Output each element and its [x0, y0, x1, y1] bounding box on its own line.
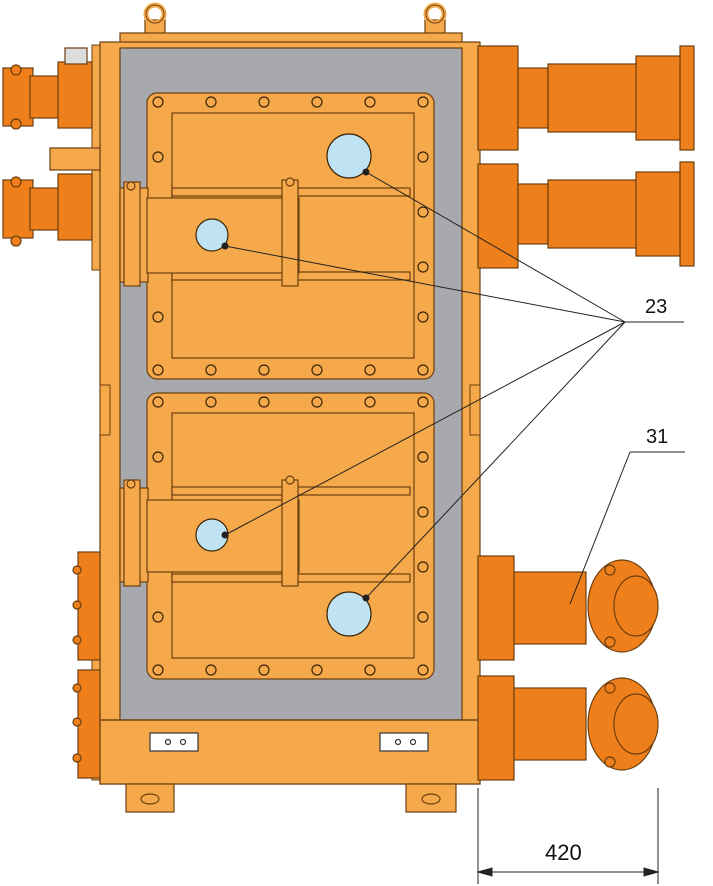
- bolt: [205, 364, 217, 376]
- bolt: [152, 664, 164, 676]
- bolt: [417, 151, 429, 163]
- right-lower-cable-glands: [477, 555, 659, 781]
- bolt: [152, 451, 164, 463]
- bolt: [152, 96, 164, 108]
- bolt: [258, 96, 270, 108]
- bolt: [417, 311, 429, 323]
- bolt: [205, 96, 217, 108]
- bolt: [417, 664, 429, 676]
- callout-label-23: 23: [645, 296, 668, 318]
- dimension-label: 420: [545, 840, 582, 865]
- window-upper-large: [326, 133, 372, 179]
- inspection-windows: [195, 133, 372, 637]
- bolt: [364, 664, 376, 676]
- window-upper-small: [195, 218, 229, 252]
- bolt: [417, 561, 429, 573]
- bolt: [152, 151, 164, 163]
- bolt: [364, 396, 376, 408]
- right-upper-cable-glands: [477, 45, 695, 269]
- bolt: [417, 261, 429, 273]
- bolt: [417, 364, 429, 376]
- bolt: [364, 364, 376, 376]
- bolt: [417, 396, 429, 408]
- bolt: [205, 664, 217, 676]
- bolt: [417, 506, 429, 518]
- mounting-feet: [125, 783, 457, 813]
- side-rails: [99, 384, 481, 436]
- callout-31-leader: [569, 451, 685, 605]
- bolt: [417, 206, 429, 218]
- bolt: [258, 364, 270, 376]
- left-cable-entries: [2, 47, 101, 247]
- bolt: [311, 396, 323, 408]
- bolt: [417, 611, 429, 623]
- callout-label-31: 31: [646, 426, 669, 448]
- bolt: [311, 364, 323, 376]
- lifting-eye-left: [143, 2, 167, 35]
- door-bolts: [152, 96, 429, 676]
- window-lower-large: [326, 591, 372, 637]
- bolt: [152, 611, 164, 623]
- left-lower-flanges: [72, 551, 101, 779]
- bolt: [152, 311, 164, 323]
- dimension-420: [476, 788, 660, 884]
- bolt: [152, 364, 164, 376]
- bolt: [258, 664, 270, 676]
- bolt: [364, 96, 376, 108]
- bolt: [417, 451, 429, 463]
- bolt: [311, 96, 323, 108]
- lifting-eye-right: [423, 2, 447, 35]
- bolt: [417, 96, 429, 108]
- callout-23-leaders: [221, 168, 684, 602]
- nameplates: [149, 732, 429, 752]
- bolt: [311, 664, 323, 676]
- bolt: [205, 396, 217, 408]
- bolt: [258, 396, 270, 408]
- bolt: [152, 396, 164, 408]
